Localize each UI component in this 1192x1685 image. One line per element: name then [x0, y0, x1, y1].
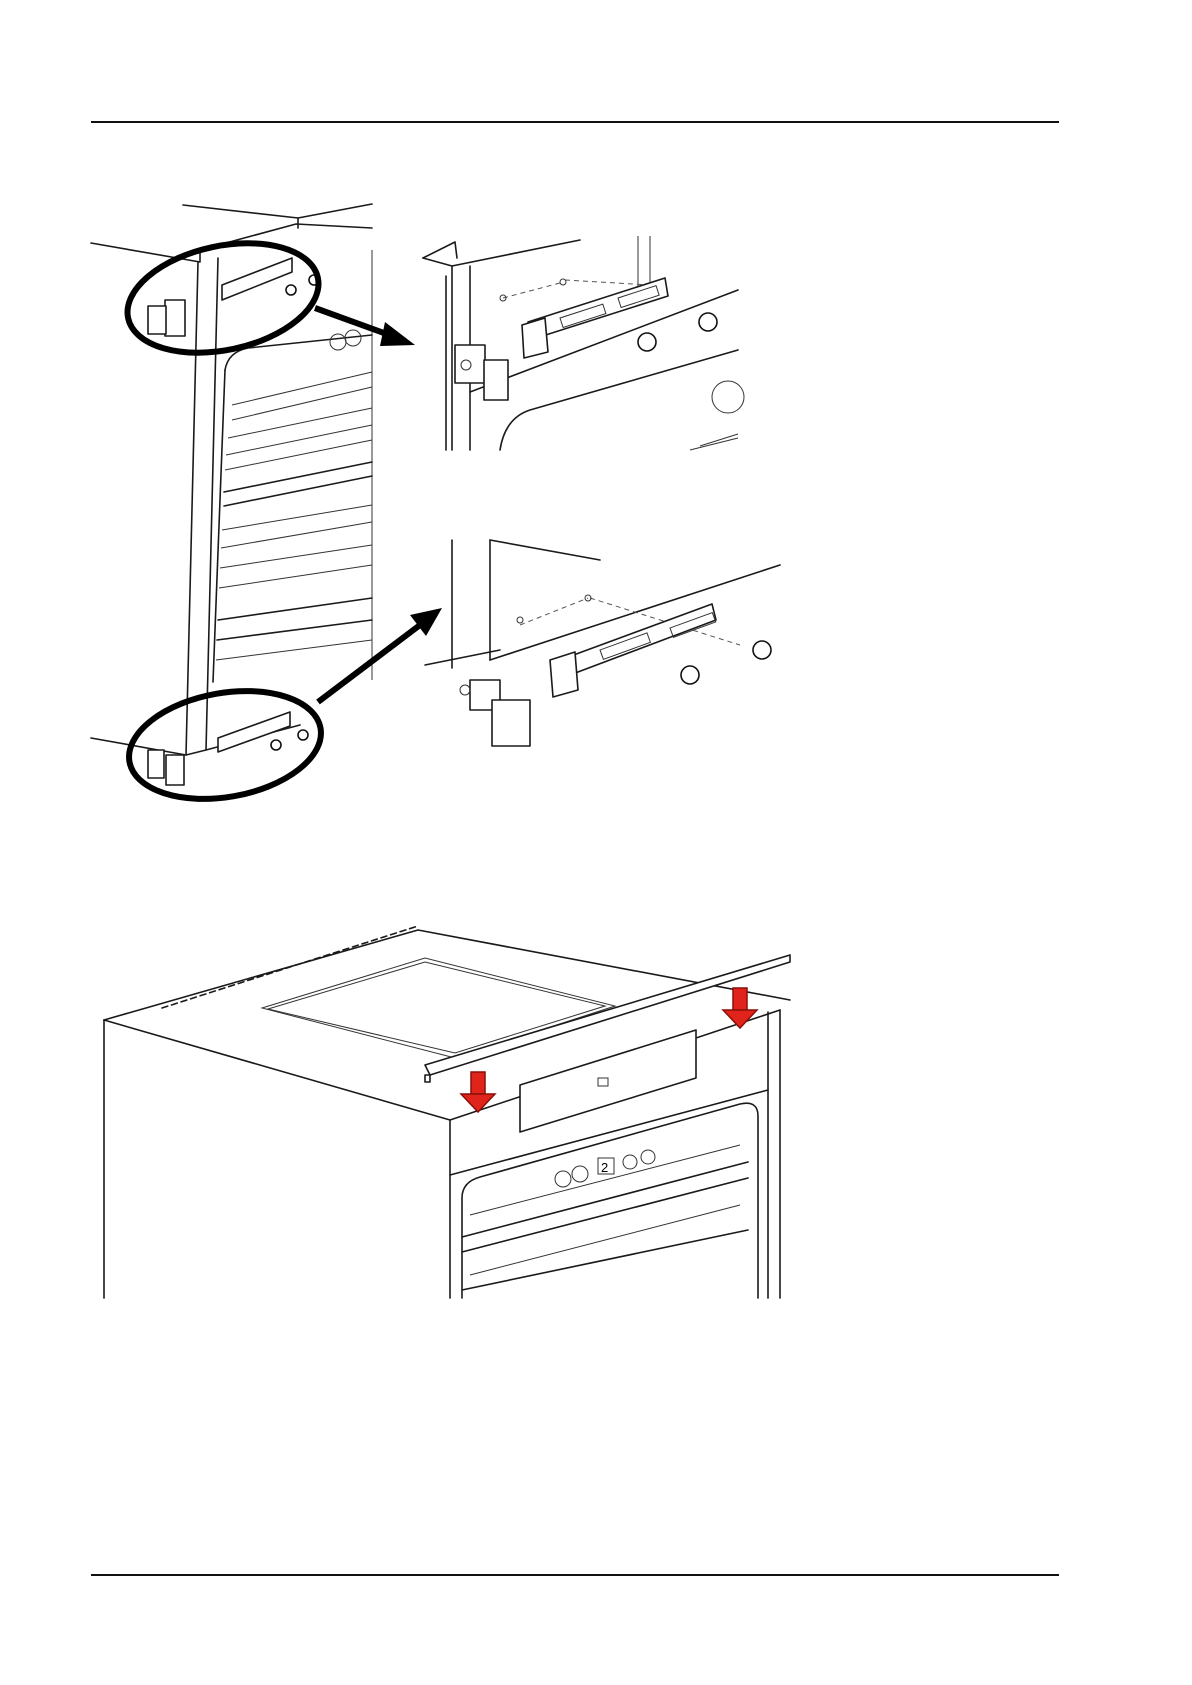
red-down-arrow-right — [723, 988, 757, 1028]
display-digit: 2 — [601, 1160, 608, 1175]
vent-slots — [162, 926, 418, 1008]
footer-rule — [91, 1574, 1059, 1576]
cabinet-top-view: 2 — [104, 926, 790, 1298]
